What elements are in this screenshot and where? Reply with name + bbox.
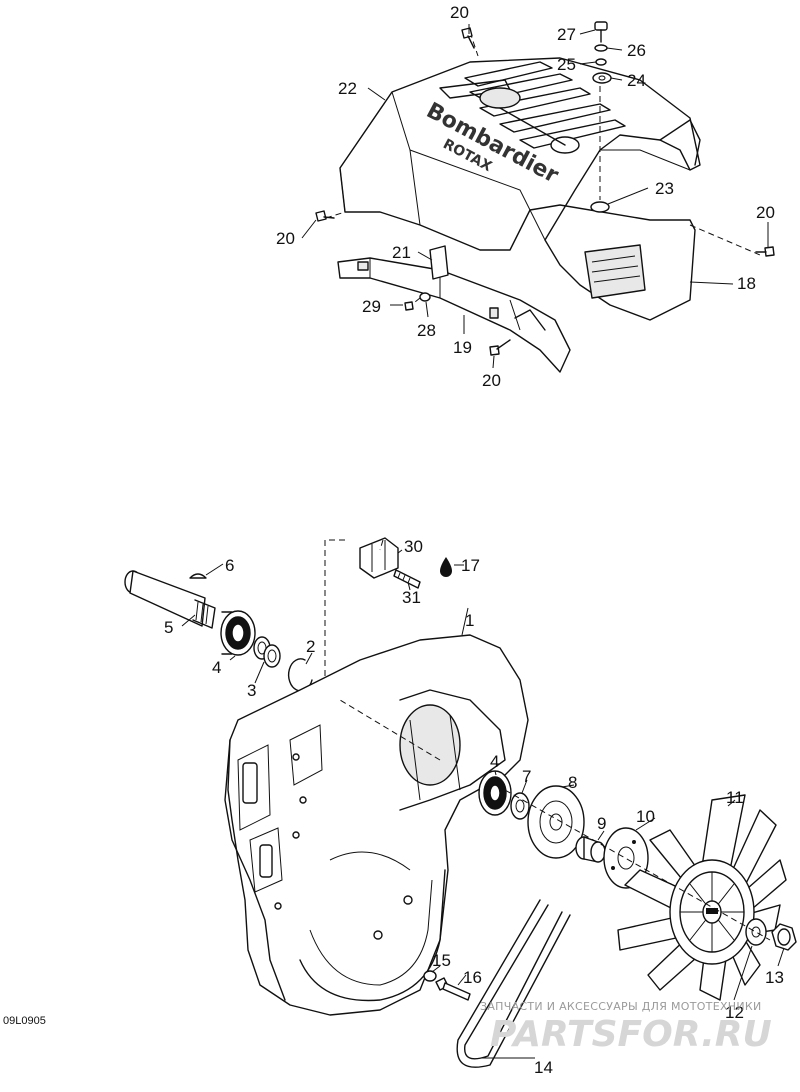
callout-3: 3 [247, 681, 256, 700]
cooling-fan [617, 794, 787, 1001]
housing-clip [359, 537, 399, 579]
callout-20-right: 20 [756, 203, 775, 222]
bearing-left [220, 610, 256, 656]
fan-cover-assembly: Bombardier ROTAX [315, 21, 775, 373]
washer-28 [419, 292, 431, 302]
screw-27 [594, 21, 608, 43]
callout-15: 15 [432, 951, 451, 970]
fan-shaft [124, 570, 216, 629]
callout-23: 23 [655, 179, 674, 198]
callout-20-bottom: 20 [482, 371, 501, 390]
callout-7: 7 [522, 767, 531, 786]
housing-bore [399, 704, 461, 786]
washer-26 [594, 44, 608, 52]
washer-24 [592, 72, 612, 84]
callout-28: 28 [417, 321, 436, 340]
drive-belt [456, 899, 571, 1068]
pulley-half [527, 785, 585, 859]
callout-19: 19 [453, 338, 472, 357]
clip [429, 245, 449, 280]
washer-25 [595, 58, 607, 66]
callout-10: 10 [636, 807, 655, 826]
plug [590, 201, 610, 213]
callout-11: 11 [726, 788, 744, 807]
callout-25: 25 [557, 55, 576, 74]
fan-housing [227, 634, 529, 1016]
spacer [510, 792, 530, 820]
callout-4-right: 4 [490, 752, 499, 771]
callout-5: 5 [164, 618, 173, 637]
figure-id: 09L0905 [3, 1015, 46, 1027]
screw-top [461, 27, 475, 49]
callout-2: 2 [306, 637, 315, 656]
hex-nut [771, 923, 797, 951]
screw-bottom [489, 339, 511, 356]
watermark: ЗАПЧАСТИ И АКСЕССУАРЫ ДЛЯ МОТОТЕХНИКИ PA… [480, 1000, 772, 1055]
watermark-logo: PARTSFOR.RU [490, 1014, 772, 1055]
callout-27: 27 [557, 25, 576, 44]
callout-20-top: 20 [450, 3, 469, 22]
callout-9: 9 [597, 814, 606, 833]
callout-24: 24 [627, 71, 646, 90]
callout-16: 16 [463, 968, 482, 987]
fan-housing-assembly [124, 537, 797, 1068]
distance-sleeve [575, 836, 606, 863]
callout-31: 31 [402, 588, 421, 607]
callout-6: 6 [225, 556, 234, 575]
housing-screw [393, 569, 421, 589]
callout-29: 29 [362, 297, 381, 316]
bearing-right [478, 770, 512, 816]
callout-21: 21 [392, 243, 411, 262]
leader-lines [181, 24, 785, 1059]
oil-drop-icon [440, 557, 452, 577]
cover-ribs [439, 61, 626, 149]
screw-16 [435, 977, 471, 1001]
shim-b [263, 644, 281, 668]
callout-17: 17 [461, 556, 480, 575]
callout-4-left: 4 [212, 658, 221, 677]
callout-8: 8 [568, 773, 577, 792]
washer-12 [745, 918, 767, 946]
callout-26: 26 [627, 41, 646, 60]
callout-22: 22 [338, 79, 357, 98]
callout-12: 12 [725, 1003, 744, 1022]
screw-right [755, 246, 775, 257]
callout-30: 30 [404, 537, 423, 556]
callout-1: 1 [465, 611, 474, 630]
callout-20-left: 20 [276, 229, 295, 248]
screw-29 [404, 301, 414, 311]
washer-15 [423, 970, 437, 982]
callout-13: 13 [765, 968, 784, 987]
cover-vent-opening [584, 244, 646, 299]
watermark-text: ЗАПЧАСТИ И АКСЕССУАРЫ ДЛЯ МОТОТЕХНИКИ [480, 1000, 762, 1013]
callout-14: 14 [534, 1058, 553, 1077]
woodruff-key [189, 573, 207, 579]
screw-left [315, 210, 335, 222]
callout-18: 18 [737, 274, 756, 293]
callout-numbers: 20 27 26 25 24 22 23 20 20 21 18 29 28 1… [164, 3, 784, 1077]
